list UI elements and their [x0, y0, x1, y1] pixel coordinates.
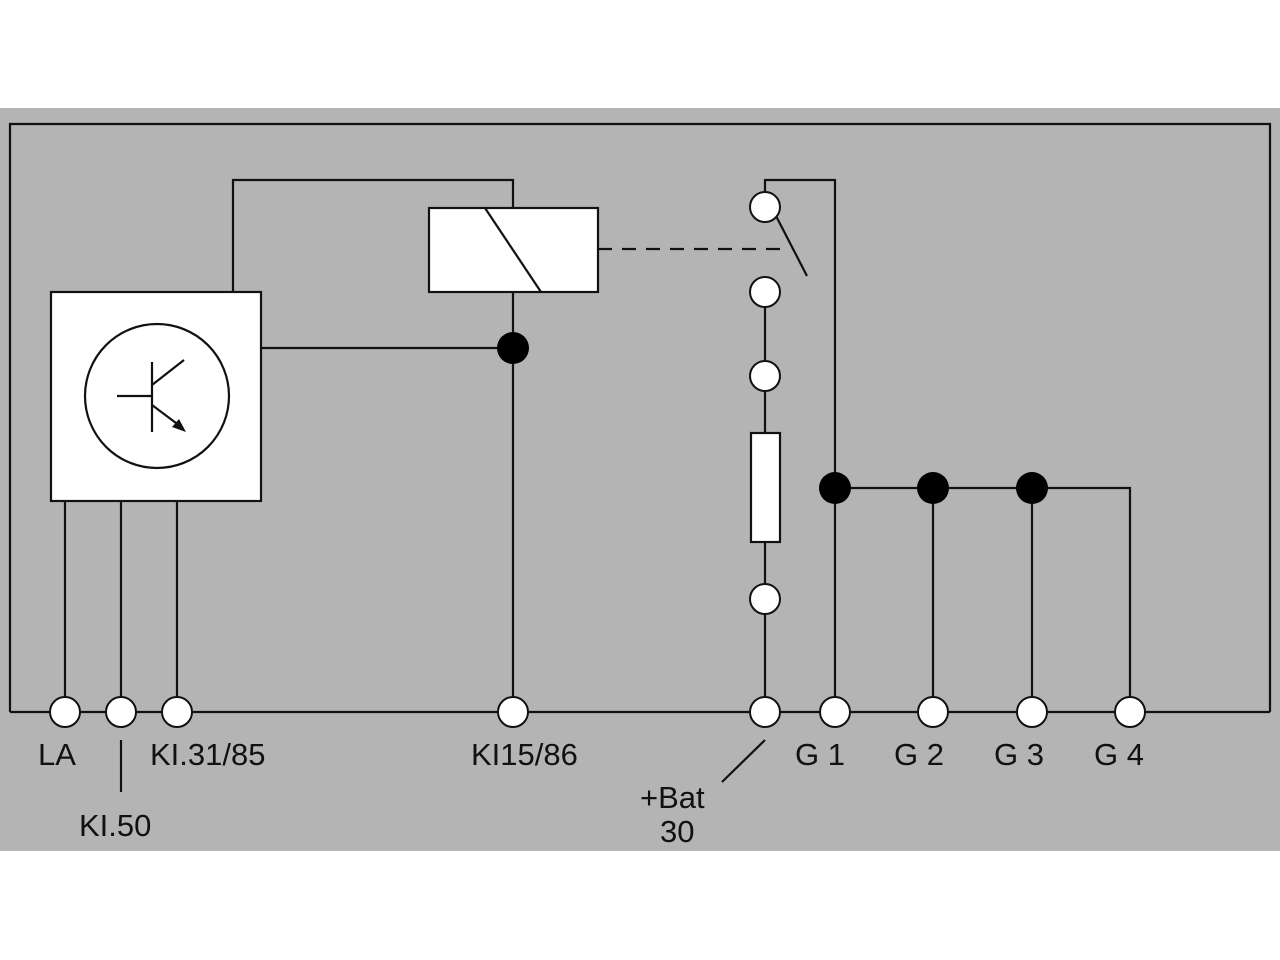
terminal-kl15 [497, 696, 529, 728]
housing-outline [8, 122, 1272, 712]
label-bat-30: 30 [660, 814, 694, 849]
fuse-contact-bottom [749, 583, 781, 615]
terminal-kl50 [105, 696, 137, 728]
junction-dot-g2 [917, 472, 949, 504]
terminal-g2 [917, 696, 949, 728]
terminal-g3 [1016, 696, 1048, 728]
label-g2: G 2 [894, 737, 944, 772]
label-kl50: KI.50 [79, 808, 151, 843]
label-g1: G 1 [795, 737, 845, 772]
bat-leader-line [721, 739, 766, 783]
terminal-la [49, 696, 81, 728]
label-kl15: KI15/86 [471, 737, 578, 772]
label-la: LA [38, 737, 76, 772]
terminal-g4 [1114, 696, 1146, 728]
fuse-icon [749, 431, 782, 544]
label-kl31: KI.31/85 [150, 737, 265, 772]
junction-dot-g1 [819, 472, 851, 504]
switch-contact-top [749, 191, 781, 223]
junction-dot [497, 332, 529, 364]
terminal-kl31 [161, 696, 193, 728]
label-bat: +Bat [640, 780, 705, 815]
label-g4: G 4 [1094, 737, 1144, 772]
label-g3: G 3 [994, 737, 1044, 772]
relay-contact-switch-icon [774, 213, 808, 277]
switch-contact-bottom [749, 276, 781, 308]
transistor-symbol-icon [83, 322, 231, 470]
terminal-g1 [819, 696, 851, 728]
module-to-relay-wire [231, 178, 515, 292]
junction-dot-g3 [1016, 472, 1048, 504]
relay-coil-icon [427, 206, 600, 294]
terminal-bat [749, 696, 781, 728]
fuse-contact-top [749, 360, 781, 392]
